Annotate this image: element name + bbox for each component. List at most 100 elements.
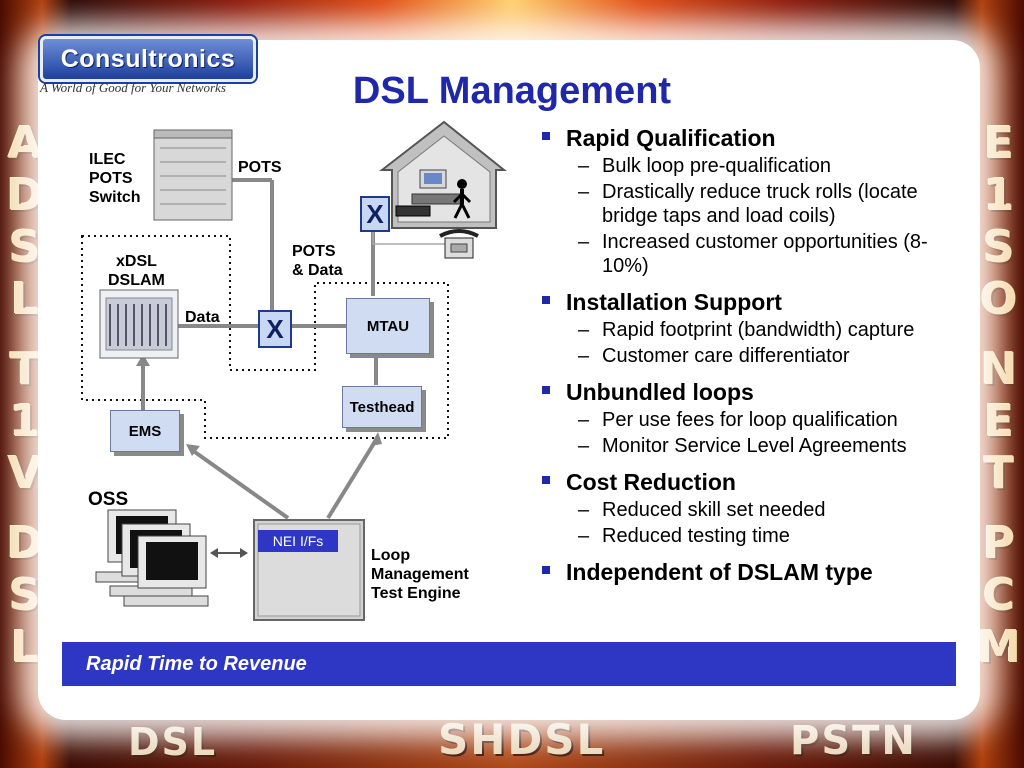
- ems-box: EMS: [110, 410, 180, 452]
- side-left-letter: T: [9, 344, 40, 395]
- logo: Consultronics: [40, 36, 256, 82]
- pots-data-label: POTS & Data: [292, 243, 343, 279]
- bullet-subitem: –Bulk loop pre-qualification: [566, 154, 970, 178]
- side-right-letter: C: [982, 570, 1016, 621]
- logo-tagline: A World of Good for Your Networks: [40, 80, 226, 95]
- bullet-square-icon: [542, 386, 550, 394]
- dslam-label: xDSL DSLAM: [108, 253, 165, 289]
- bottom-word-pstn: PSTN: [790, 718, 917, 764]
- testhead-box: Testhead: [342, 386, 422, 428]
- dotted-boundary: [81, 235, 449, 439]
- side-right-letter: O: [980, 274, 1018, 325]
- ilec-switch-rack: [153, 129, 233, 221]
- side-right-letter: M: [977, 622, 1021, 673]
- ilec-switch-label: ILEC POTS Switch: [89, 151, 141, 206]
- footer-banner: Rapid Time to Revenue: [62, 642, 956, 686]
- bullet-subitem-text: Customer care differentiator: [602, 345, 850, 367]
- bullet-subitem: –Monitor Service Level Agreements: [566, 434, 970, 458]
- dash-icon: –: [578, 409, 590, 431]
- bullet-item: Rapid Qualification–Bulk loop pre-qualif…: [540, 124, 970, 278]
- dslam-equipment: [99, 289, 179, 359]
- side-left-letter: L: [10, 622, 40, 673]
- dash-icon: –: [578, 345, 590, 367]
- mtau-box: MTAU: [346, 298, 430, 354]
- bullet-heading: Cost Reduction: [566, 469, 736, 495]
- bullet-subitem-text: Reduced testing time: [602, 525, 790, 547]
- bullet-heading: Unbundled loops: [566, 379, 754, 405]
- bullet-subitem: –Reduced skill set needed: [566, 498, 970, 522]
- nei-interfaces-label: NEI I/Fs: [258, 530, 338, 552]
- bullet-subitem: –Per use fees for loop qualification: [566, 408, 970, 432]
- bullet-list: Rapid Qualification–Bulk loop pre-qualif…: [540, 124, 970, 596]
- telephone-icon: [439, 229, 479, 259]
- dash-icon: –: [578, 181, 590, 203]
- bullet-square-icon: [542, 476, 550, 484]
- side-left-letter: S: [9, 570, 41, 621]
- bullet-square-icon: [542, 132, 550, 140]
- house-cross-connect: X: [360, 196, 390, 232]
- bullet-subitem-text: Monitor Service Level Agreements: [602, 435, 907, 457]
- bullet-heading: Rapid Qualification: [566, 125, 776, 151]
- bullet-subitem: –Reduced testing time: [566, 524, 970, 548]
- side-left-letter: A: [7, 118, 43, 169]
- dash-icon: –: [578, 231, 590, 253]
- side-right-letter: 1: [983, 170, 1015, 221]
- dash-icon: –: [578, 499, 590, 521]
- phone-line: [372, 230, 445, 245]
- bullet-subitem-text: Bulk loop pre-qualification: [602, 155, 832, 177]
- engine-testhead-arrowhead: [370, 432, 382, 446]
- footer-banner-text: Rapid Time to Revenue: [86, 652, 307, 675]
- dash-icon: –: [578, 319, 590, 341]
- side-left-letter: D: [6, 518, 44, 569]
- engine-testhead-line: [326, 438, 378, 520]
- side-right-letter: S: [983, 222, 1015, 273]
- data-label: Data: [185, 309, 220, 326]
- side-left-letter: V: [7, 448, 43, 499]
- logo-text: Consultronics: [60, 44, 236, 73]
- pots-label: POTS: [238, 159, 282, 176]
- bullet-heading: Independent of DSLAM type: [566, 559, 873, 585]
- bullet-item: Unbundled loops –Per use fees for loop qu…: [540, 378, 970, 458]
- bullet-subitem: –Increased customer opportunities (8-10%…: [566, 230, 970, 278]
- test-engine-label: Loop Management Test Engine: [371, 547, 469, 602]
- bullet-subitem-text: Reduced skill set needed: [602, 499, 826, 521]
- bullet-subitem: –Drastically reduce truck rolls (locate …: [566, 180, 970, 228]
- side-right-letter: P: [982, 518, 1016, 569]
- bullet-square-icon: [542, 296, 550, 304]
- engine-ems-arrowhead: [186, 444, 200, 456]
- dash-icon: –: [578, 525, 590, 547]
- side-left-letter: D: [6, 170, 44, 221]
- engine-ems-line: [190, 448, 290, 520]
- bottom-word-shdsl: SHDSL: [438, 715, 606, 764]
- bullet-subitem-text: Drastically reduce truck rolls (locate b…: [602, 181, 918, 227]
- bullet-subitem: –Customer care differentiator: [566, 344, 970, 368]
- side-right-letter: N: [980, 344, 1018, 395]
- bullet-square-icon: [542, 566, 550, 574]
- side-right-letter: E: [983, 118, 1015, 169]
- bullet-subitem-text: Increased customer opportunities (8-10%): [602, 231, 928, 277]
- oss-engine-arrow-left: [210, 548, 218, 558]
- side-right-letter: E: [983, 396, 1015, 447]
- customer-house-icon: [379, 120, 507, 229]
- bullet-heading: Installation Support: [566, 289, 782, 315]
- side-left-letter: 1: [9, 396, 41, 447]
- side-right-letter: T: [983, 448, 1014, 499]
- bullet-item: Installation Support –Rapid footprint (ba…: [540, 288, 970, 368]
- bullet-subitem-text: Per use fees for loop qualification: [602, 409, 898, 431]
- bullet-item: Independent of DSLAM type: [540, 558, 970, 586]
- slide-title: DSL Management: [352, 70, 672, 112]
- bullet-item: Cost Reduction–Reduced skill set needed–…: [540, 468, 970, 548]
- oss-engine-arrow-right: [240, 548, 248, 558]
- dash-icon: –: [578, 435, 590, 457]
- side-left-letter: S: [9, 222, 41, 273]
- dash-icon: –: [578, 155, 590, 177]
- bullet-subitem-text: Rapid footprint (bandwidth) capture: [602, 319, 915, 341]
- side-left-letter: L: [10, 274, 40, 325]
- ems-dslam-arrowhead: [136, 354, 150, 366]
- oss-computers-icon: [95, 509, 209, 607]
- cross-connect: X: [258, 310, 292, 348]
